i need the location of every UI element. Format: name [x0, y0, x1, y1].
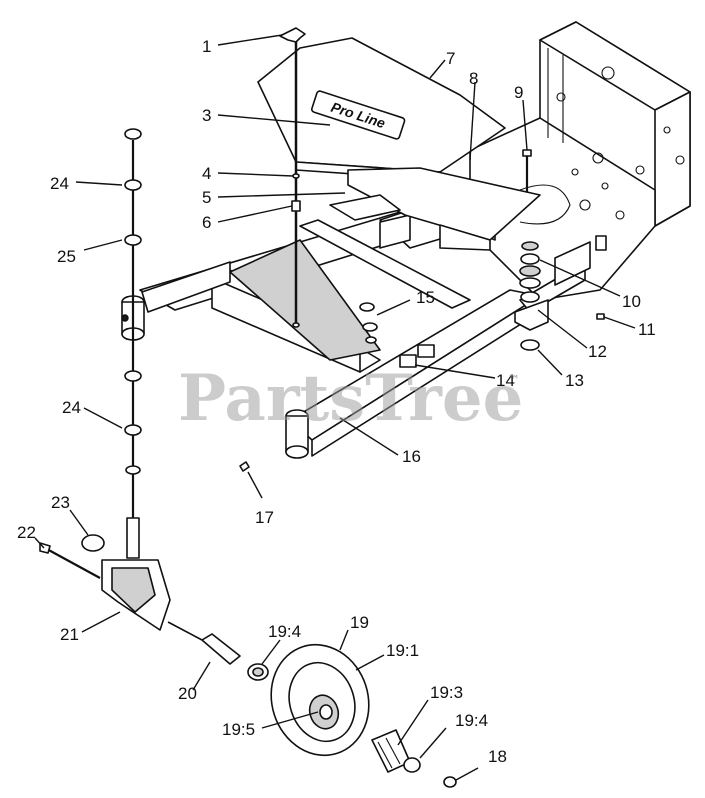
- callout-labels: 1 3 4 5 6 7 8 9 10 11 12 13 14 15 16 17 …: [17, 37, 656, 766]
- callout-11: 11: [638, 320, 656, 339]
- callout-14: 14: [496, 371, 515, 390]
- callout-16: 16: [402, 447, 421, 466]
- caster-wheel: [247, 643, 457, 788]
- callout-5: 5: [202, 188, 211, 207]
- callout-8: 8: [469, 69, 478, 88]
- leader-lines: [34, 34, 636, 781]
- logo-plate: Pro Line: [310, 90, 406, 140]
- callout-9: 9: [514, 83, 523, 102]
- callout-19-4-left: 19:4: [268, 622, 301, 641]
- spacer-tube-20: [167, 621, 241, 665]
- watermark: PartsTree ™: [178, 361, 523, 436]
- callout-24-top: 24: [50, 174, 69, 193]
- callout-19-4-right: 19:4: [455, 711, 488, 730]
- right-pivot-bracket: [514, 241, 591, 351]
- grease-fitting-11: [596, 313, 605, 320]
- callout-21: 21: [60, 625, 79, 644]
- watermark-trademark: ™: [508, 373, 520, 387]
- callout-3: 3: [202, 106, 211, 125]
- grease-fitting-17: [239, 461, 250, 472]
- callout-7: 7: [446, 49, 455, 68]
- callout-15: 15: [416, 288, 435, 307]
- callout-19-5: 19:5: [222, 720, 255, 739]
- callout-23: 23: [51, 493, 70, 512]
- seat-bolt-assembly: [279, 27, 306, 328]
- caster-fork: [101, 517, 171, 631]
- callout-13: 13: [565, 371, 584, 390]
- washers-15: [359, 302, 378, 344]
- watermark-text: PartsTree: [178, 361, 523, 436]
- callout-1: 1: [202, 37, 211, 56]
- callout-10: 10: [622, 292, 641, 311]
- callout-19-3: 19:3: [430, 683, 463, 702]
- callout-19: 19: [350, 613, 369, 632]
- callout-25: 25: [57, 247, 76, 266]
- callout-6: 6: [202, 213, 211, 232]
- callout-24-bottom: 24: [62, 398, 81, 417]
- callout-12: 12: [588, 342, 607, 361]
- callout-19-1: 19:1: [386, 641, 419, 660]
- chassis-box: [469, 21, 691, 301]
- callout-18: 18: [488, 747, 507, 766]
- callout-20: 20: [178, 684, 197, 703]
- caster-spindle-stack: [124, 128, 142, 525]
- cap-23: [81, 534, 105, 552]
- seat-pan: Pro Line: [257, 37, 506, 181]
- seat-bracket: [329, 167, 541, 251]
- callout-17: 17: [255, 508, 274, 527]
- callout-22: 22: [17, 523, 36, 542]
- callout-4: 4: [202, 164, 211, 183]
